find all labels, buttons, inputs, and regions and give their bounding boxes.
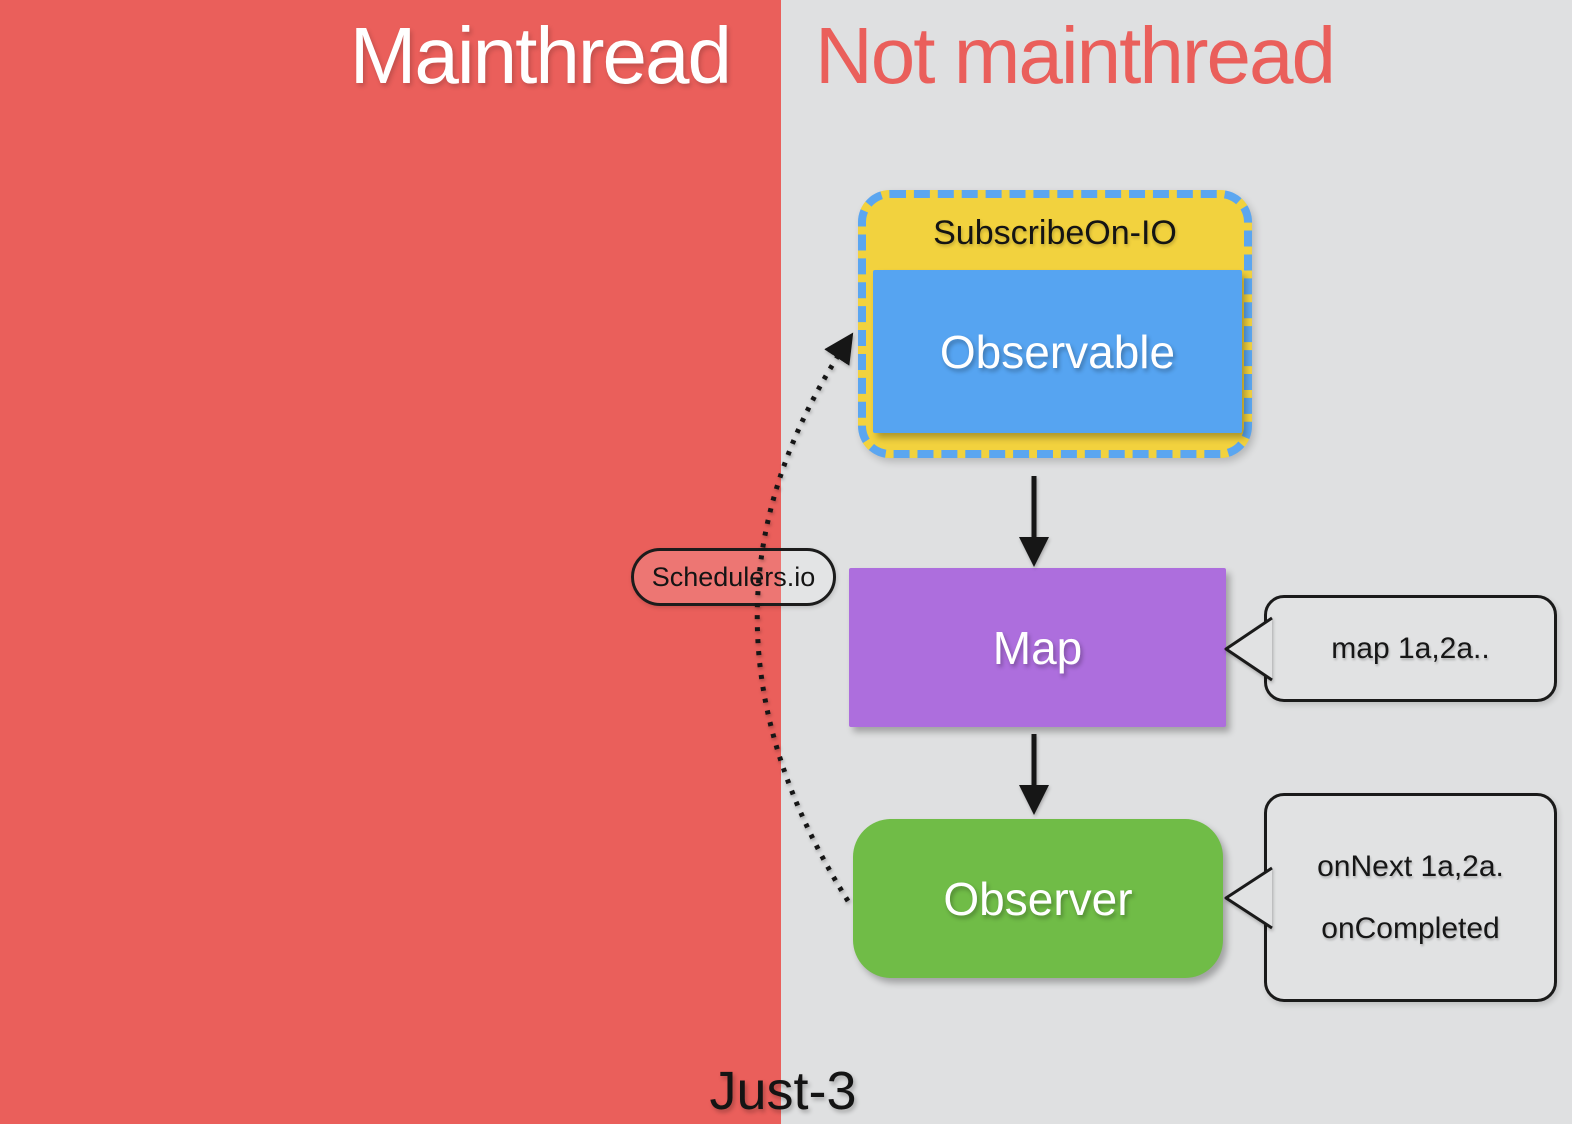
observable-box: Observable [873,270,1242,433]
subscribeon-io-label: SubscribeOn-IO [933,214,1177,252]
mainthread-heading: Mainthread [349,11,732,100]
map-box: Map [849,568,1226,727]
map-label: Map [992,621,1083,674]
not-mainthread-heading: Not mainthread [815,11,1336,100]
observer-box: Observer [853,819,1223,978]
observer-callout-line2: onCompleted [1321,911,1500,945]
slide-caption: Just-3 [709,1061,857,1121]
observable-label: Observable [939,325,1176,378]
schedulers-io-pill: Schedulers.io [631,548,836,606]
observer-label: Observer [943,872,1133,925]
observer-callout-bubble: onNext 1a,2a. onCompleted [1264,793,1557,1002]
schedulers-io-label: Schedulers.io [651,561,816,592]
map-callout-bubble: map 1a,2a.. [1264,595,1557,702]
map-callout-text: map 1a,2a.. [1331,631,1490,665]
observer-callout-line1: onNext 1a,2a. [1317,849,1504,883]
